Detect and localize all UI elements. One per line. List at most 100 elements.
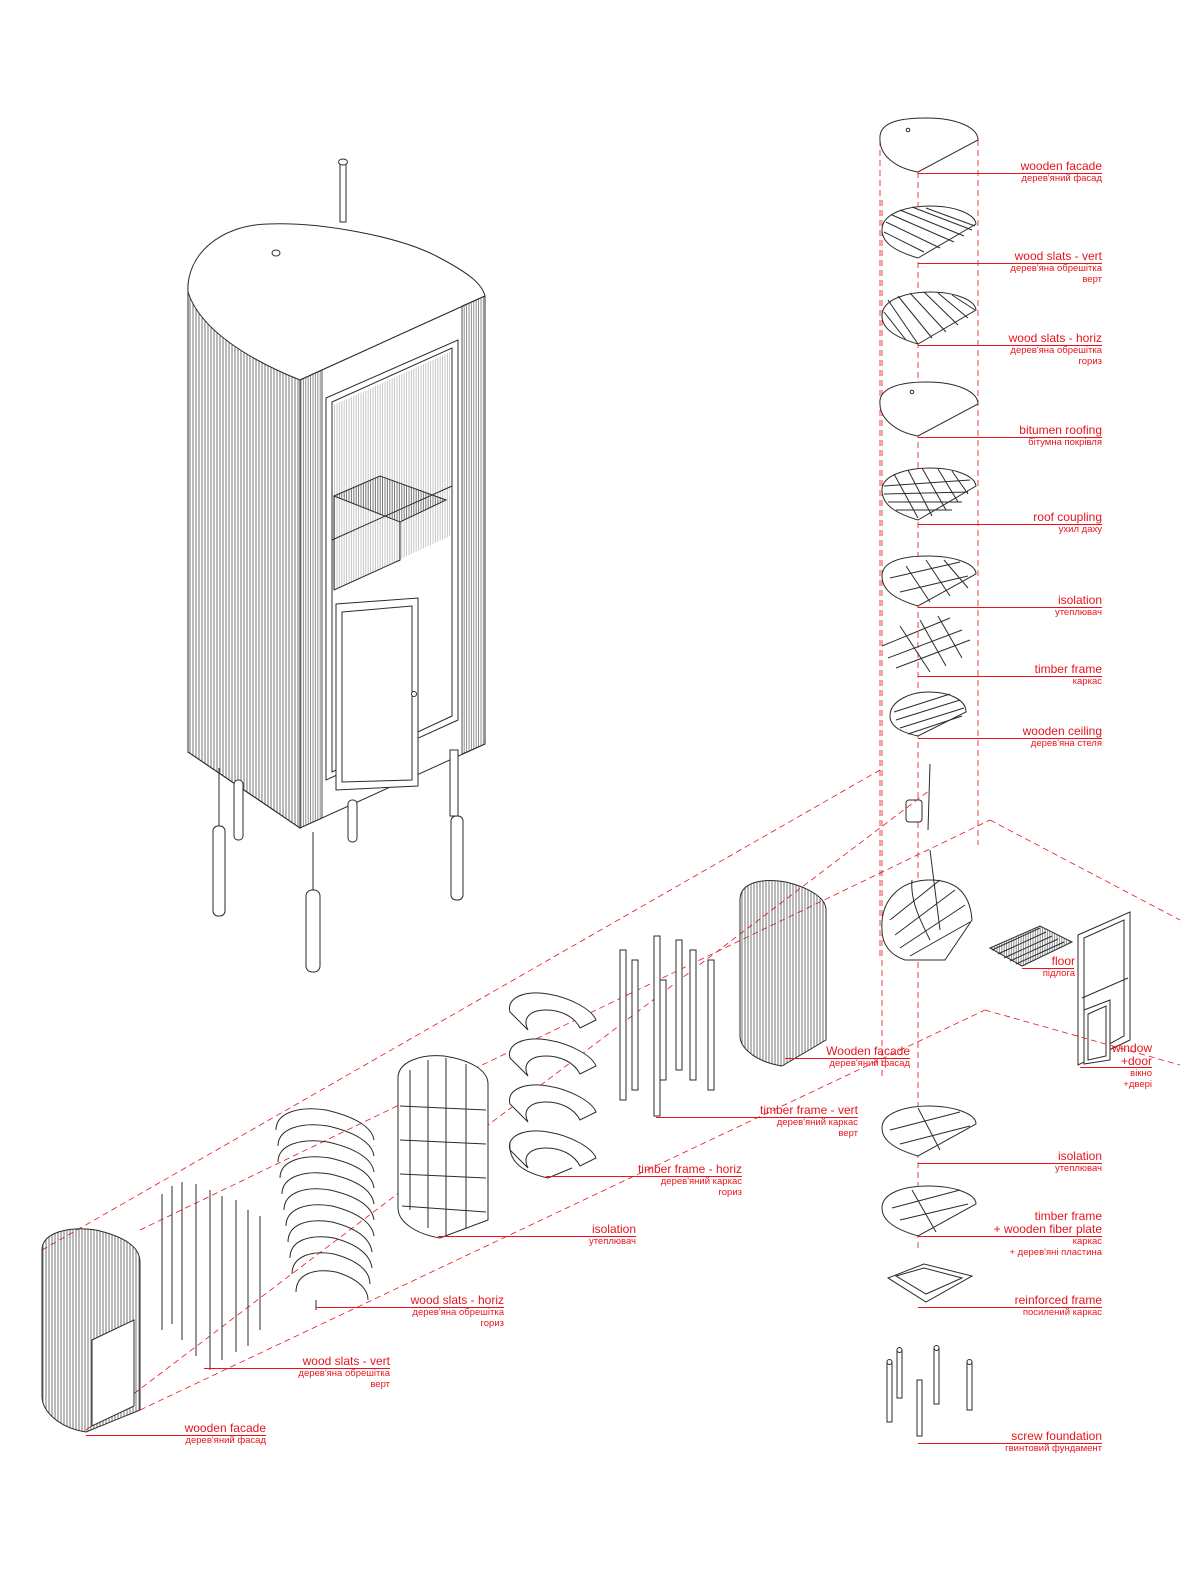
bitumen-roofing-layer <box>879 381 979 437</box>
floor-layer <box>988 925 1074 967</box>
label-ua: дерев'яна стеля <box>1030 738 1102 749</box>
label-wooden-ceiling: wooden ceiling дерев'яна стеля <box>960 724 1102 750</box>
label-ua-2: + дерев'яні пластина <box>1009 1247 1103 1258</box>
timber-frame-layer <box>881 615 971 673</box>
reinforced-frame-layer <box>886 1263 974 1303</box>
label-en: wooden ceiling <box>1022 724 1102 738</box>
leader-line <box>546 1176 742 1177</box>
label-ua: дерев'яна обрешітка <box>1010 345 1102 356</box>
leader-line <box>918 437 1102 438</box>
cabin-window-frame <box>325 339 459 781</box>
label-ua: бітумна покрівля <box>1028 437 1102 448</box>
label-en: wood slats - vert <box>302 1354 390 1368</box>
leader-line <box>316 1307 504 1308</box>
leader-line <box>918 676 1102 677</box>
label-ua: ухил даху <box>1058 524 1102 535</box>
label-ua: гвинтовий фундамент <box>1005 1443 1102 1454</box>
label-ua-2: верт <box>370 1379 390 1390</box>
leader-line <box>656 1117 858 1118</box>
cabin-loft-platform <box>332 475 448 523</box>
cabin-door <box>335 597 419 791</box>
label-en: isolation <box>1057 1149 1102 1163</box>
label-en: window <box>1111 1041 1152 1055</box>
leader-line <box>918 1236 1102 1237</box>
bottom-isolation-layer <box>881 1105 977 1157</box>
label-en: timber frame <box>1034 662 1102 676</box>
label-en: wooden facade <box>1020 159 1102 173</box>
label-en: isolation <box>591 1222 636 1236</box>
label-en: floor <box>1051 954 1075 968</box>
leader-line <box>918 1307 1102 1308</box>
label-reinforced-frame: reinforced frame посилений каркас <box>960 1294 1102 1319</box>
label-en: wood slats - horiz <box>410 1293 504 1307</box>
leader-line <box>1080 1067 1152 1068</box>
label-ua: утеплювач <box>1054 1163 1102 1174</box>
label-en: roof coupling <box>1033 510 1102 524</box>
diag-wood-slats-horiz <box>275 1108 375 1310</box>
label-isolation-top: isolation утеплювач <box>960 593 1102 619</box>
leader-line <box>785 1058 910 1059</box>
label-ua: дерев'яний фасад <box>1021 173 1102 184</box>
diag-wooden-facade-1 <box>41 1228 141 1433</box>
diag-timber-frame-horiz <box>509 992 597 1179</box>
label-ua: підлога <box>1042 968 1075 979</box>
label-wooden-facade-top: wooden facade дерев'яний фасад <box>960 159 1102 185</box>
label-timber-frame: timber frame каркас <box>960 662 1102 688</box>
roof-coupling-layer <box>881 467 977 521</box>
screw-foundation-layer <box>886 1345 973 1437</box>
leader-line <box>918 1443 1102 1444</box>
label-ua: каркас <box>1072 676 1102 687</box>
cabin-assembly <box>187 158 486 973</box>
label-wood-slats-horiz-top: wood slats - horiz дерев'яна обрешітка г… <box>960 332 1103 368</box>
label-ua-2: гориз <box>1078 356 1103 367</box>
label-ua: дерев'яний фасад <box>185 1435 266 1446</box>
label-ua: дерев'яна обрешітка <box>298 1368 390 1379</box>
label-isolation-bottom: isolation утеплювач <box>960 1149 1102 1175</box>
leader-line <box>1022 968 1074 969</box>
label-en: isolation <box>1057 593 1102 607</box>
label-en: Wooden facade <box>826 1044 910 1058</box>
label-screw-foundation: screw foundation гвинтовий фундамент <box>940 1429 1102 1455</box>
label-en: timber frame - vert <box>759 1103 858 1117</box>
diag-isolation <box>397 1055 489 1239</box>
label-en: timber frame - horiz <box>637 1162 742 1176</box>
label-ua-2: гориз <box>480 1318 505 1329</box>
bottom-timber-frame-layer <box>881 1185 977 1237</box>
chimney-pipe <box>338 158 348 223</box>
leader-line <box>438 1236 636 1237</box>
label-ua: дерев'яна обрешітка <box>1010 263 1102 274</box>
label-diag-wood-slats-horiz: wood slats - horiz дерев'яна обрешітка г… <box>380 1293 505 1330</box>
label-diag-timber-frame-horiz: timber frame - horiz дерев'яний каркас г… <box>600 1162 742 1199</box>
wood-slats-vert-layer <box>881 205 977 259</box>
label-en: screw foundation <box>1011 1429 1102 1443</box>
label-ua-2: верт <box>1082 274 1102 285</box>
label-diag-wooden-facade-1: wooden facade дерев'яний фасад <box>150 1422 266 1447</box>
label-ua: дерев'яний фасад <box>829 1058 910 1069</box>
label-diag-timber-frame-vert: timber frame - vert дерев'яний каркас ве… <box>710 1103 858 1140</box>
roof-facade-layer <box>879 117 979 173</box>
leader-line <box>918 173 1102 174</box>
leader-line <box>918 524 1102 525</box>
label-diag-isolation: isolation утеплювач <box>540 1222 636 1248</box>
leader-line <box>86 1435 266 1436</box>
diag-wood-slats-vert <box>161 1182 261 1370</box>
label-ua: каркас <box>1072 1236 1102 1247</box>
leader-line <box>204 1368 390 1369</box>
leader-line <box>918 738 1102 739</box>
label-window-door: window +door вікно +двері <box>1100 1041 1152 1091</box>
label-ua-2: +двері <box>1123 1079 1152 1090</box>
label-en: timber frame <box>1034 1209 1102 1223</box>
wood-slats-horiz-layer <box>881 291 977 345</box>
leader-line <box>918 345 1102 346</box>
label-ua: вікно <box>1130 1068 1152 1079</box>
label-ua: дерев'яний каркас <box>660 1176 742 1187</box>
label-diag-wood-slats-vert: wood slats - vert дерев'яна обрешітка ве… <box>266 1354 390 1391</box>
label-ua-2: верт <box>838 1128 858 1139</box>
label-floor: floor підлога <box>990 954 1075 980</box>
label-wood-slats-vert-top: wood slats - vert дерев'яна обрешітка ве… <box>960 250 1102 286</box>
leader-line <box>918 607 1102 608</box>
wooden-ceiling-layer <box>889 691 967 737</box>
label-roof-coupling: roof coupling ухил даху <box>960 510 1102 536</box>
label-ua: посилений каркас <box>1022 1307 1102 1318</box>
